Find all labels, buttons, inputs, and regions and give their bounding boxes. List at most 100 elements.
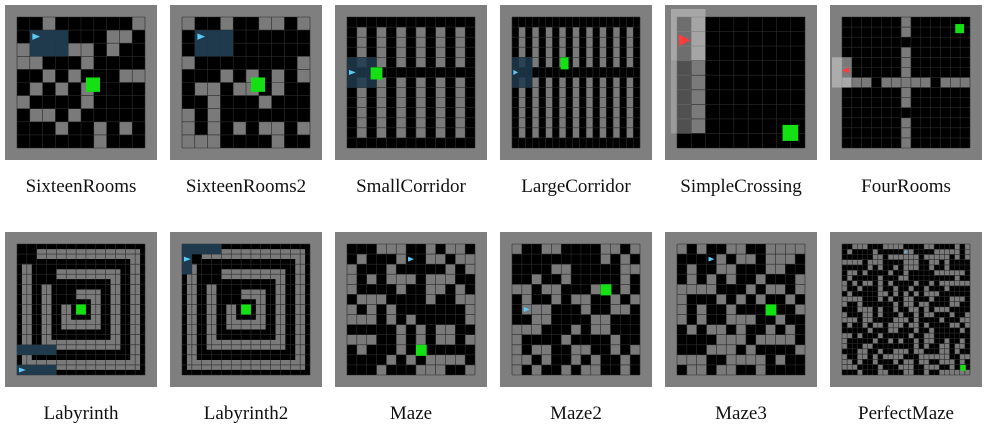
visited-trail-cell <box>207 43 221 57</box>
maze-wall-cell <box>857 301 863 307</box>
env-panel-sixteenrooms <box>5 5 157 160</box>
maze-wall-cell <box>590 364 601 375</box>
maze-wall-cell <box>132 69 145 83</box>
env-panel-perfectmaze <box>830 232 982 387</box>
maze-wall-cell <box>867 317 873 323</box>
maze-wall-cell <box>630 294 640 305</box>
maze-wall-cell <box>867 312 873 318</box>
maze-wall-cell <box>944 285 950 292</box>
maze-wall-cell <box>795 284 805 295</box>
maze-wall-cell <box>862 306 868 313</box>
maze-wall-cell <box>877 291 883 297</box>
maze-wall-cell <box>888 254 894 260</box>
maze-wall-cell <box>944 359 950 365</box>
agent-arrow-icon <box>32 33 41 40</box>
maze-wall-cell <box>521 284 532 295</box>
corridor-stripe <box>406 17 416 148</box>
maze-wall-cell <box>620 254 631 265</box>
maze-wall-cell <box>857 333 863 339</box>
fourrooms-horizontal-wall <box>842 77 970 88</box>
corridor-stripe <box>386 17 397 148</box>
maze-wall-cell <box>716 264 727 275</box>
maze-wall-cell <box>847 270 853 276</box>
maze-wall-cell <box>736 354 746 365</box>
maze-wall-cell <box>716 294 727 305</box>
maze-wall-cell <box>726 334 737 345</box>
maze-wall-cell <box>893 301 899 307</box>
maze-wall-cell <box>908 249 914 255</box>
maze-wall-cell <box>541 354 552 365</box>
maze-wall-cell <box>785 334 796 345</box>
corridor-middle-band <box>512 67 640 78</box>
maze-wall-cell <box>954 275 960 281</box>
maze-wall-cell <box>857 296 863 302</box>
maze-wall-cell <box>934 364 940 370</box>
maze-wall-cell <box>600 254 611 265</box>
maze-wall-cell <box>415 334 426 345</box>
maze-wall-cell <box>93 121 107 135</box>
maze-wall-cell <box>862 343 868 349</box>
maze-wall-cell <box>954 348 960 355</box>
maze-wall-cell <box>929 296 935 302</box>
env-grid-largecorridor <box>511 16 641 149</box>
maze-wall-cell <box>842 280 848 286</box>
maze-wall-cell <box>396 324 407 335</box>
maze-wall-cell <box>903 296 909 302</box>
maze-wall-cell <box>386 304 397 315</box>
maze-wall-cell <box>696 354 707 365</box>
maze-wall-cell <box>949 280 955 286</box>
maze-wall-cell <box>755 274 766 285</box>
env-grid-maze3 <box>676 243 806 376</box>
maze-wall-cell <box>913 306 919 313</box>
agent-arrow-icon <box>523 306 530 313</box>
maze-wall-cell <box>68 43 81 57</box>
maze-wall-cell <box>949 359 955 365</box>
maze-wall-cell <box>706 344 717 355</box>
maze-wall-cell <box>842 259 848 265</box>
maze-wall-cell <box>964 312 970 318</box>
agent-arrow-icon <box>348 69 356 75</box>
maze-wall-cell <box>949 249 955 255</box>
maze-wall-cell <box>233 121 246 135</box>
maze-wall-cell <box>903 270 909 276</box>
maze-wall-cell <box>923 254 930 260</box>
maze-wall-cell <box>867 259 873 265</box>
maze-wall-cell <box>17 43 30 57</box>
maze-wall-cell <box>903 301 909 307</box>
maze-wall-cell <box>785 324 796 335</box>
maze-wall-cell <box>913 338 919 344</box>
maze-wall-cell <box>677 244 687 255</box>
maze-wall-cell <box>561 364 572 375</box>
maze-wall-cell <box>898 364 904 370</box>
maze-wall-cell <box>934 254 940 260</box>
corridor-middle-band <box>347 67 475 78</box>
maze-wall-cell <box>745 254 756 265</box>
maze-wall-cell <box>775 284 786 295</box>
env-grid-maze2 <box>511 243 641 376</box>
maze-wall-cell <box>934 259 940 265</box>
maze-wall-cell <box>765 284 776 295</box>
maze-wall-cell <box>512 354 522 365</box>
maze-wall-cell <box>893 354 899 360</box>
maze-wall-cell <box>630 344 640 355</box>
maze-wall-cell <box>571 294 581 305</box>
maze-wall-cell <box>347 274 357 285</box>
maze-wall-cell <box>455 294 466 305</box>
maze-wall-cell <box>386 274 397 285</box>
maze-wall-cell <box>445 274 456 285</box>
maze-wall-cell <box>913 280 919 286</box>
maze-wall-cell <box>765 244 776 255</box>
maze-wall-cell <box>954 254 960 260</box>
maze-wall-cell <box>964 280 970 286</box>
maze-wall-cell <box>561 264 572 275</box>
maze-wall-cell <box>959 338 965 344</box>
maze-wall-cell <box>455 254 466 265</box>
maze-wall-cell <box>716 344 727 355</box>
maze-wall-cell <box>872 254 878 260</box>
maze-wall-cell <box>745 354 756 365</box>
maze-wall-cell <box>908 359 914 365</box>
agent-arrow-icon <box>842 67 849 74</box>
visited-trail-cell <box>512 57 533 88</box>
maze-wall-cell <box>929 280 935 286</box>
maze-wall-cell <box>29 108 43 122</box>
